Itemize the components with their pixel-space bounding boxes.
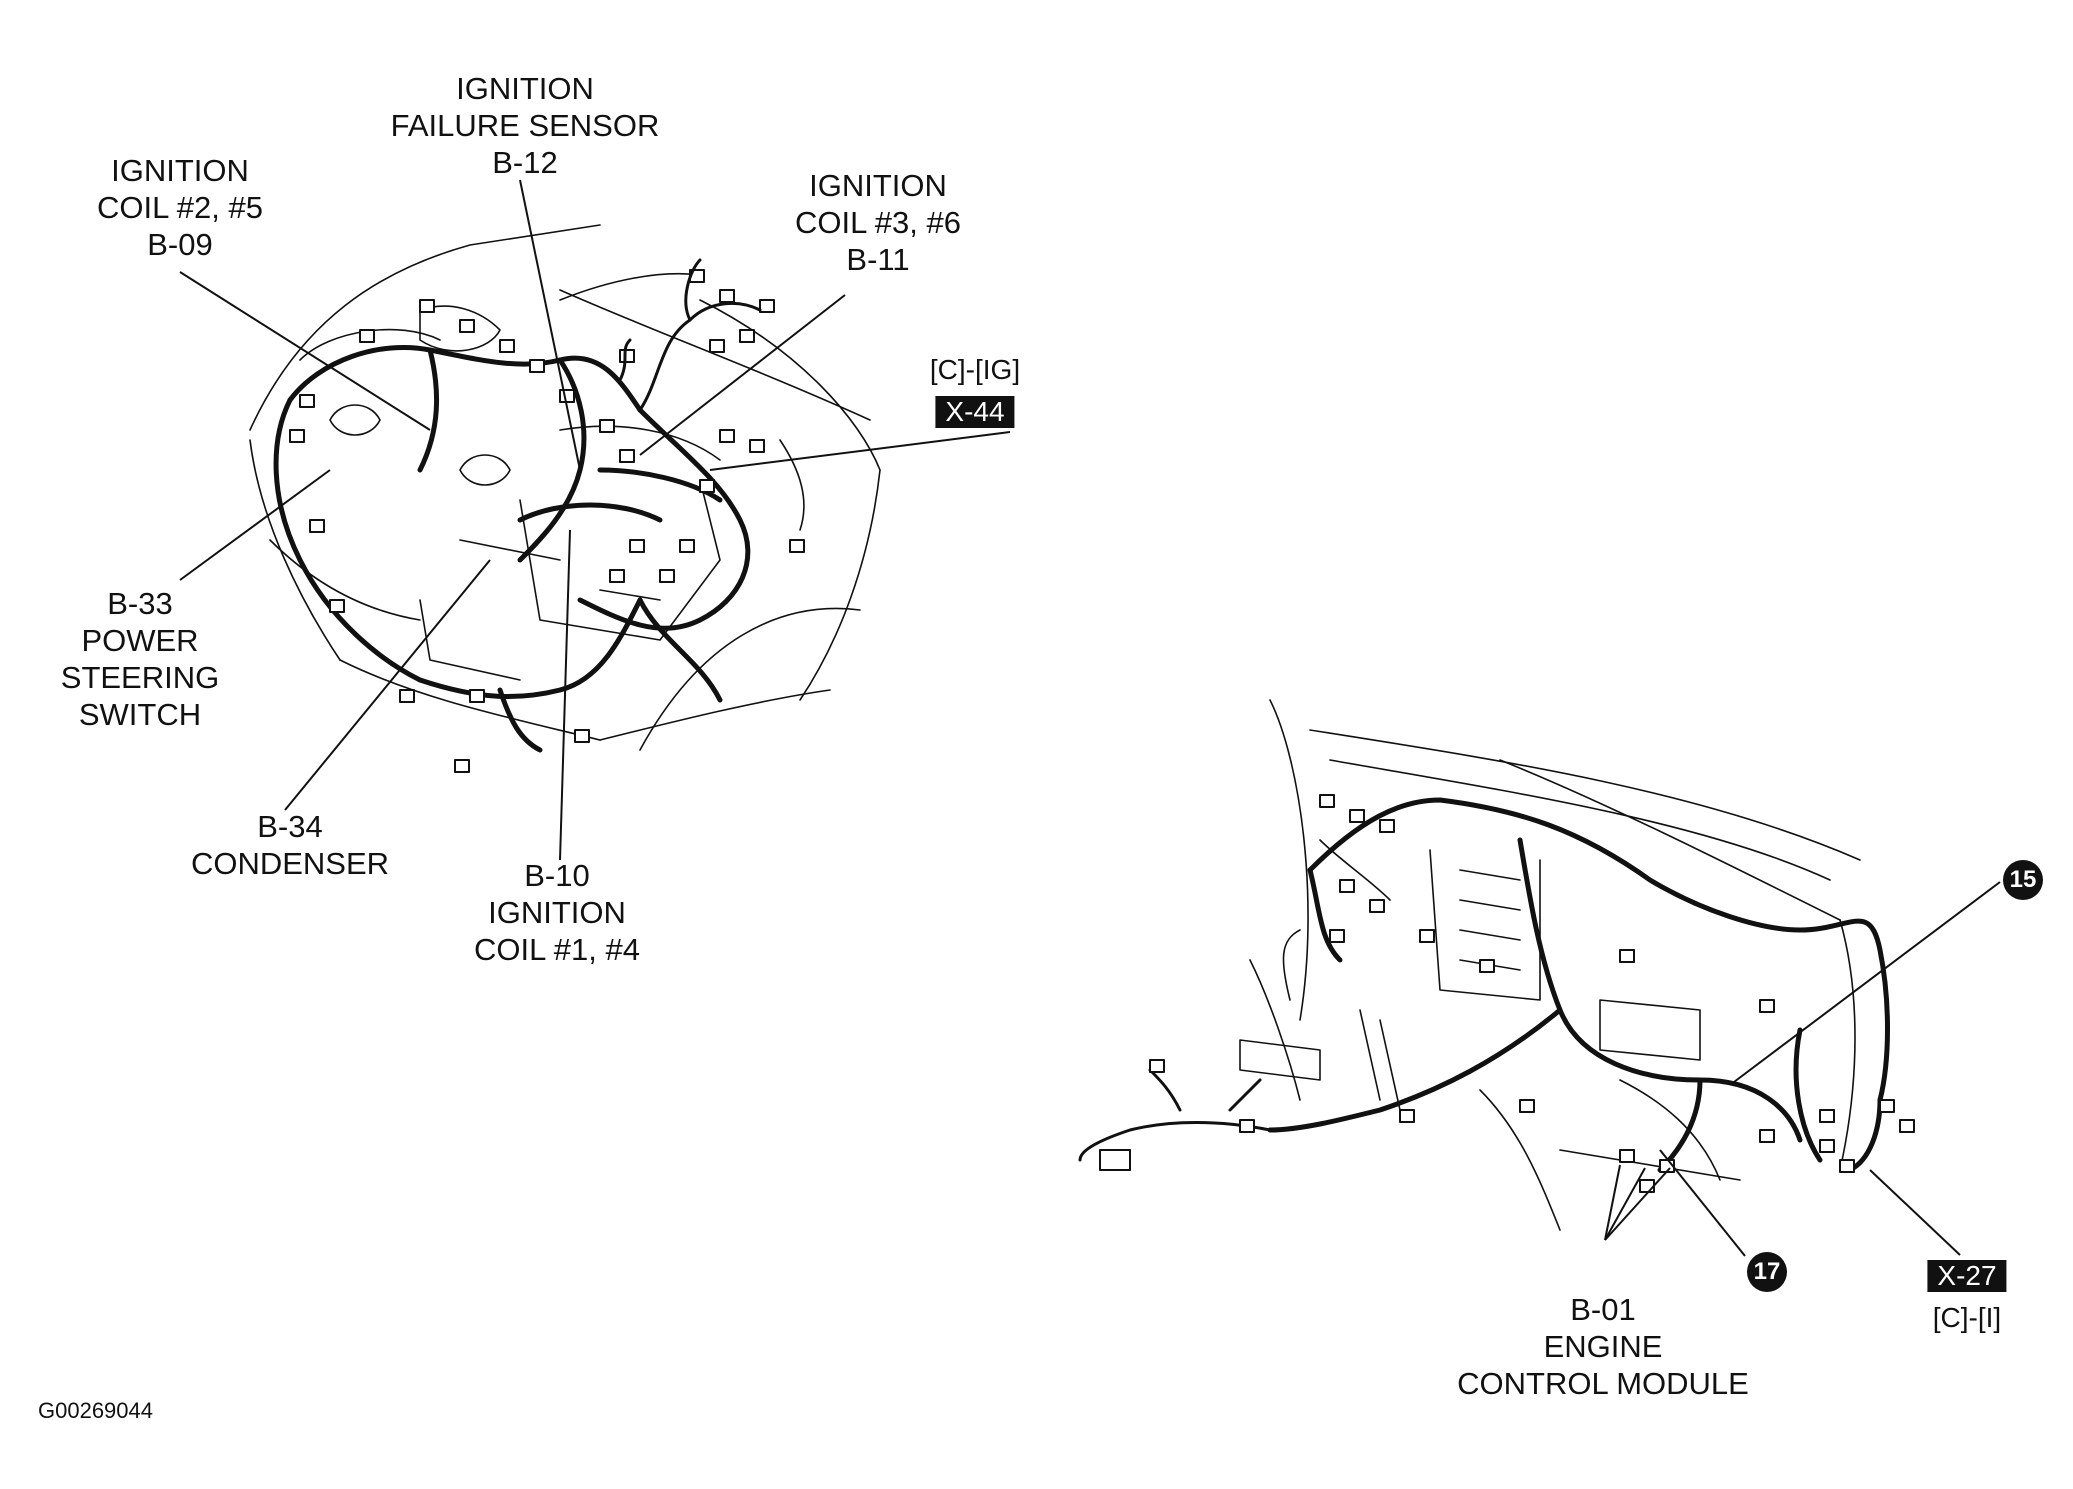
label-condenser: B-34 CONDENSER xyxy=(191,808,389,882)
figure-id: G00269044 xyxy=(38,1398,153,1423)
label-line: FAILURE SENSOR xyxy=(390,108,660,143)
label-line: COIL #2, #5 xyxy=(96,190,264,225)
dash-harness-drawing xyxy=(1078,699,1915,1231)
label-line: SWITCH xyxy=(78,697,202,732)
label-line: IGNITION xyxy=(809,168,947,203)
label-ignition-failure-sensor: IGNITION FAILURE SENSOR B-12 xyxy=(391,70,660,181)
label-line: COIL #1, #4 xyxy=(473,932,641,967)
label-line: B-33 xyxy=(107,586,173,621)
label-line: COIL #3, #6 xyxy=(794,205,962,240)
callout-15: 15 xyxy=(2003,860,2043,900)
label-line: POWER xyxy=(81,623,199,658)
connector-tag-x27: X-27 xyxy=(1927,1260,2007,1292)
label-line: B-12 xyxy=(492,145,558,180)
label-line: B-10 xyxy=(524,858,590,893)
label-line: CONDENSER xyxy=(190,846,390,881)
label-line: IGNITION xyxy=(456,71,594,106)
connector-ref-c-i: [C]-[I] xyxy=(1932,1302,2002,1333)
connector-ref-c-ig: [C]-[IG] xyxy=(929,354,1021,385)
leader-lines xyxy=(179,179,2001,1257)
label-engine-control-module: B-01 ENGINE CONTROL MODULE xyxy=(1457,1291,1749,1402)
label-line: IGNITION xyxy=(488,895,626,930)
label-power-steering-switch: B-33 POWER STEERING SWITCH xyxy=(61,585,219,733)
label-ignition-coil-2-5: IGNITION COIL #2, #5 B-09 xyxy=(97,152,263,263)
label-line: STEERING xyxy=(60,660,220,695)
label-ignition-coil-3-6: IGNITION COIL #3, #6 B-11 xyxy=(795,167,961,278)
connector-tag-x44: X-44 xyxy=(935,396,1015,428)
label-line: IGNITION xyxy=(111,153,249,188)
label-line: B-34 xyxy=(257,809,323,844)
label-line: ENGINE xyxy=(1543,1329,1663,1364)
callout-17: 17 xyxy=(1747,1252,1787,1292)
label-line: B-11 xyxy=(846,242,910,277)
label-line: B-09 xyxy=(147,227,213,262)
label-line: B-01 xyxy=(1570,1292,1636,1327)
label-ignition-coil-1-4: B-10 IGNITION COIL #1, #4 xyxy=(474,857,640,968)
label-line: CONTROL MODULE xyxy=(1457,1366,1749,1401)
